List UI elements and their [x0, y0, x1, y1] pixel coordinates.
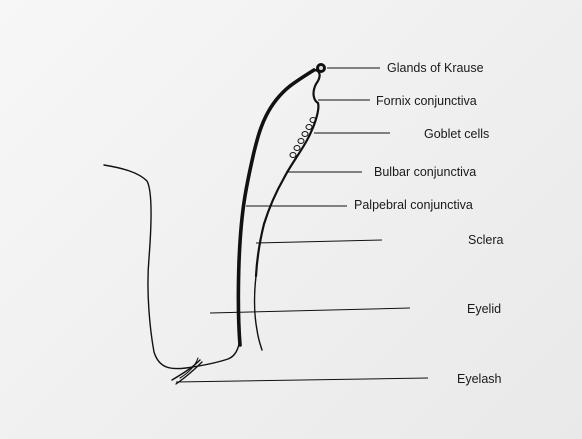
sclera-line	[255, 276, 262, 350]
eyelash-leader	[176, 378, 428, 382]
label-glands-of-krause: Glands of Krause	[387, 61, 484, 75]
sclera-leader	[256, 240, 382, 243]
label-bulbar-conjunctiva: Bulbar conjunctiva	[374, 165, 476, 179]
label-eyelash: Eyelash	[457, 372, 501, 386]
palpebral-conjunctiva-line	[238, 70, 314, 345]
label-goblet-cells: Goblet cells	[424, 127, 489, 141]
label-palpebral-conjunctiva: Palpebral conjunctiva	[354, 198, 473, 212]
eyelash-strand	[176, 362, 202, 384]
goblet-cells-icon	[290, 118, 316, 158]
eyelid-outline	[104, 165, 240, 369]
bulbar-conjunctiva-line	[256, 70, 320, 276]
label-eyelid: Eyelid	[467, 302, 501, 316]
label-fornix-conjunctiva: Fornix conjunctiva	[376, 94, 477, 108]
label-sclera: Sclera	[468, 233, 503, 247]
